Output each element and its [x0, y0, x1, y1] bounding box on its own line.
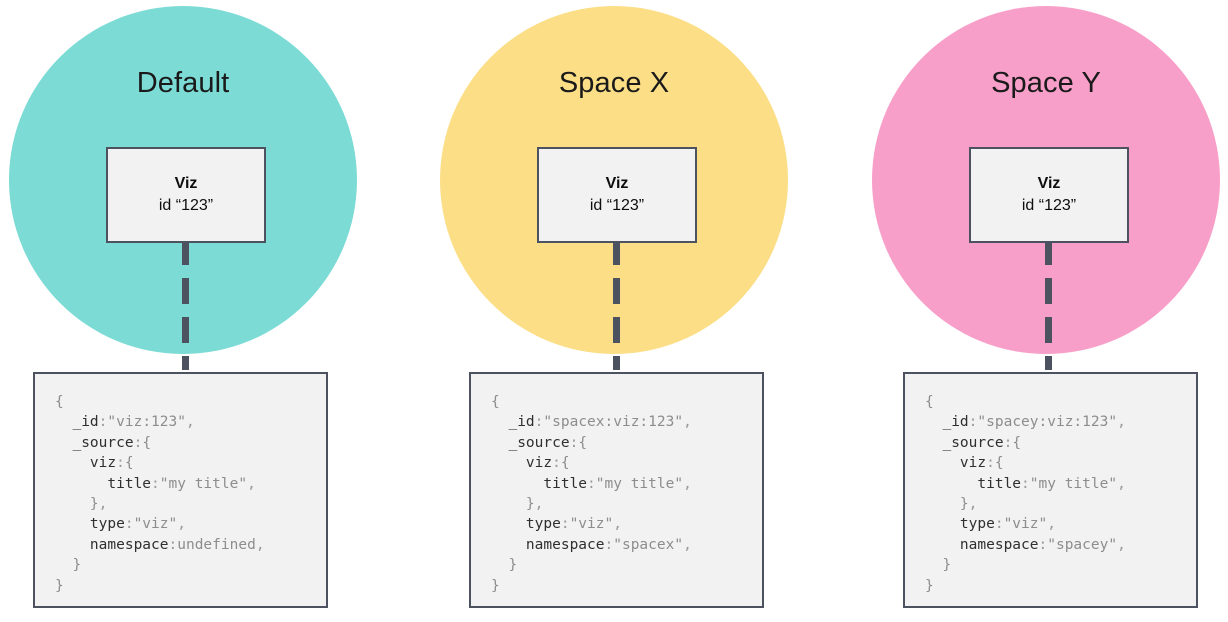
dash-segment: [182, 243, 189, 265]
viz-node-subtitle: id “123”: [589, 197, 645, 214]
dash-segment: [1045, 356, 1052, 370]
viz-node-title: Viz: [1037, 175, 1061, 193]
connector-default: [182, 243, 189, 374]
code-line: type:"viz",: [959, 516, 1056, 533]
viz-node-spacex[interactable]: Viz id “123”: [537, 147, 697, 243]
code-line: title:"my title",: [977, 475, 1126, 492]
code-line: _id:"spacey:viz:123",: [942, 414, 1126, 431]
code-line: type:"viz",: [525, 516, 622, 533]
space-label-spacey: Space Y: [991, 67, 1101, 99]
viz-node-default[interactable]: Viz id “123”: [106, 147, 266, 243]
viz-node-title: Viz: [605, 175, 629, 193]
code-line: type:"viz",: [89, 516, 186, 533]
dash-segment: [1045, 278, 1052, 304]
code-line: },: [525, 496, 544, 513]
viz-node-spacey[interactable]: Viz id “123”: [969, 147, 1129, 243]
code-line: namespace:"spacex",: [525, 536, 692, 553]
dash-segment: [1045, 243, 1052, 265]
code-panel-spacey[interactable]: { _id:"spacey:viz:123", _source:{ viz:{ …: [903, 372, 1198, 608]
code-line: },: [89, 496, 108, 513]
code-line: title:"my title",: [543, 475, 692, 492]
code-line: {: [925, 394, 934, 410]
code-line: },: [959, 496, 978, 513]
code-line: {: [491, 394, 500, 410]
connector-spacey: [1045, 243, 1052, 374]
code-line: }: [942, 557, 952, 574]
space-label-default: Default: [136, 67, 230, 99]
dash-segment: [613, 278, 620, 304]
connector-spacex: [613, 243, 620, 374]
dash-segment: [613, 317, 620, 343]
code-panel-spacex[interactable]: { _id:"spacex:viz:123", _source:{ viz:{ …: [469, 372, 764, 608]
code-line: title:"my title",: [107, 475, 256, 492]
code-line: _id:"viz:123",: [72, 414, 195, 431]
code-line: namespace:undefined,: [89, 536, 265, 553]
dash-segment: [182, 317, 189, 343]
code-line: _id:"spacex:viz:123",: [508, 414, 692, 431]
code-line: _source:{: [72, 434, 152, 451]
group-spacex: Space X Viz id “123” { _id:"spacex:viz:1…: [440, 0, 790, 622]
code-line: }: [72, 557, 82, 574]
code-line: viz:{: [89, 455, 134, 472]
dash-segment: [613, 243, 620, 265]
viz-node-subtitle: id “123”: [158, 197, 214, 214]
code-line: }: [508, 557, 518, 574]
code-line: namespace:"spacey",: [959, 536, 1126, 553]
code-line: _source:{: [942, 434, 1022, 451]
dash-segment: [182, 356, 189, 370]
dash-segment: [182, 278, 189, 304]
code-panel-default[interactable]: { _id:"viz:123", _source:{ viz:{ title:"…: [33, 372, 328, 608]
code-line: }: [925, 577, 934, 594]
code-line: {: [55, 394, 64, 410]
code-line: }: [491, 577, 500, 594]
viz-node-subtitle: id “123”: [1021, 197, 1077, 214]
dash-segment: [1045, 317, 1052, 343]
code-line: viz:{: [959, 455, 1004, 472]
group-spacey: Space Y Viz id “123” { _id:"spacey:viz:1…: [872, 0, 1222, 622]
code-line: _source:{: [508, 434, 588, 451]
dash-segment: [613, 356, 620, 370]
viz-node-title: Viz: [174, 175, 198, 193]
code-line: }: [55, 577, 64, 594]
code-line: viz:{: [525, 455, 570, 472]
group-default: Default Viz id “123” { _id:"viz:123", _s…: [9, 0, 367, 622]
space-label-spacex: Space X: [558, 67, 670, 99]
